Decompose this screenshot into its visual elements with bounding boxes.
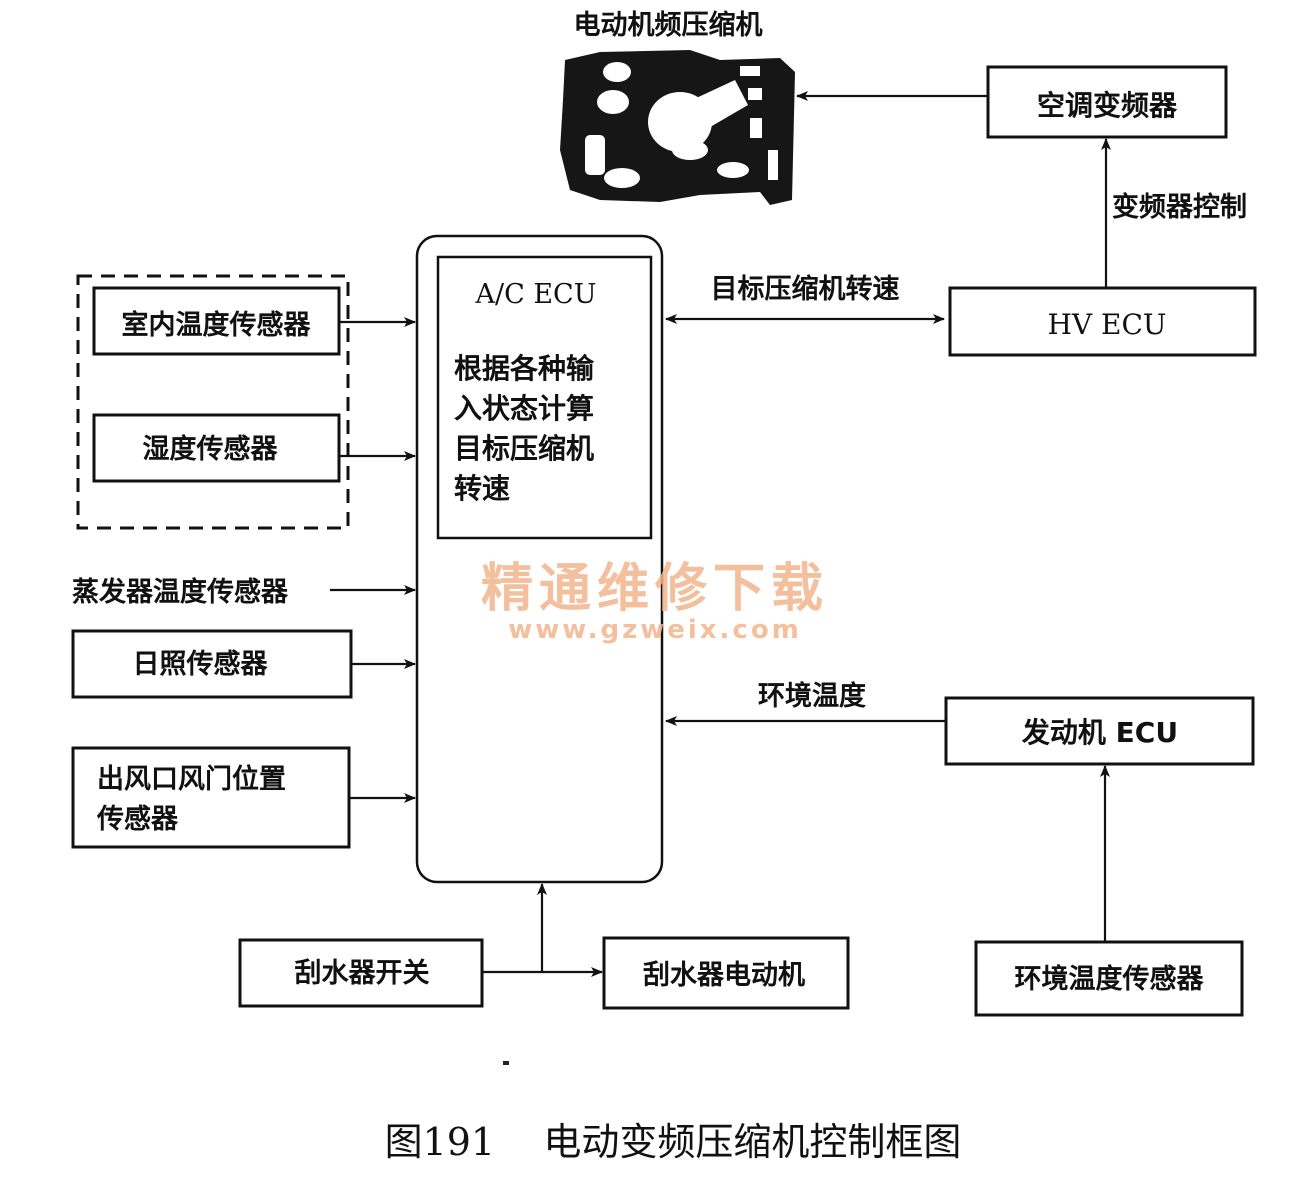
outlet-door-sensor-line2: 传感器 (96, 803, 179, 835)
watermark-url: www.gzweix.com (508, 615, 802, 645)
ac-ecu-desc-line4: 转速 (454, 472, 510, 505)
compressor-label: 电动机频压缩机 (574, 9, 763, 41)
watermark-text: 精通维修下载 (481, 559, 829, 619)
hv-ecu-label: HV ECU (1048, 308, 1167, 341)
scan-speck (503, 1061, 509, 1065)
inverter-control-label: 变频器控制 (1112, 191, 1247, 223)
hv-ecu-box (948, 286, 1257, 357)
wiper-motor-label: 刮水器电动机 (643, 960, 805, 991)
ac-inverter-label: 空调变频器 (1037, 89, 1178, 122)
sensor-group-dashed (76, 274, 350, 530)
sunlight-sensor-box (71, 629, 353, 699)
ac-ecu-outer (415, 234, 664, 884)
ac-ecu-desc-line1: 根据各种输 (454, 352, 595, 385)
ambient-temp-label: 环境温度 (758, 680, 866, 712)
ac-inverter-box (986, 65, 1228, 139)
indoor-temp-sensor-label: 室内温度传感器 (122, 309, 312, 341)
wiper-switch-box (238, 938, 484, 1008)
humidity-sensor-box (92, 413, 341, 483)
ac-ecu-desc-line2: 入状态计算 (454, 392, 594, 425)
compressor-image (560, 50, 795, 205)
evaporator-temp-sensor-label: 蒸发器温度传感器 (72, 576, 289, 608)
outlet-door-sensor-box (71, 746, 351, 849)
wiper-motor-box (602, 936, 850, 1010)
engine-ecu-label: 发动机 ECU (1021, 716, 1178, 749)
target-speed-label: 目标压缩机转速 (711, 273, 900, 305)
ac-ecu-title: A/C ECU (475, 279, 597, 310)
ambient-temp-sensor-label: 环境温度传感器 (1015, 963, 1205, 995)
humidity-sensor-label: 湿度传感器 (143, 433, 279, 465)
figure-caption: 图191 电动变频压缩机控制框图 (385, 1120, 962, 1164)
sunlight-sensor-label: 日照传感器 (133, 648, 269, 680)
wiper-switch-label: 刮水器开关 (295, 958, 430, 989)
outlet-door-sensor-line1: 出风口风门位置 (97, 763, 286, 795)
ac-ecu-inner (436, 255, 653, 540)
engine-ecu-box (944, 696, 1255, 766)
ambient-temp-sensor-box (974, 940, 1244, 1017)
ac-ecu-desc-line3: 目标压缩机 (454, 432, 594, 465)
